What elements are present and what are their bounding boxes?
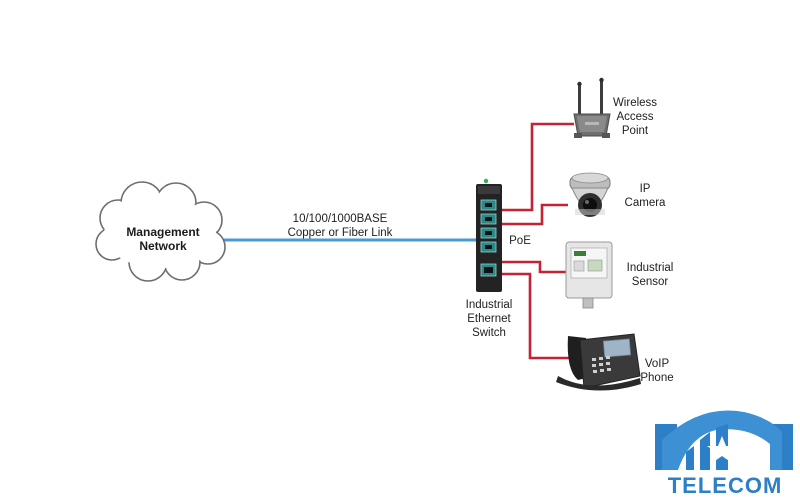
device-label-line: Phone bbox=[640, 372, 674, 384]
device-label-line: IP bbox=[639, 183, 651, 195]
uplink-label: 10/100/1000BASE Copper or Fiber Link bbox=[270, 212, 410, 240]
poe-links bbox=[502, 122, 574, 360]
switch-label-line-2: Ethernet bbox=[467, 313, 511, 325]
device-label-line: Point bbox=[621, 125, 649, 137]
industrial-sensor-icon bbox=[565, 241, 613, 309]
poe-label: PoE bbox=[509, 235, 531, 247]
poe-link-access-point bbox=[502, 122, 574, 212]
poe-link-sensor bbox=[502, 260, 566, 274]
switch-label-line-3: Switch bbox=[472, 327, 506, 339]
device-label-line: Sensor bbox=[631, 276, 669, 288]
cloud-label-line-1: Management bbox=[126, 225, 200, 239]
device-label-line: Access bbox=[616, 111, 654, 123]
ethernet-switch-icon bbox=[476, 178, 502, 292]
device-label-line: Camera bbox=[624, 197, 666, 209]
ip-camera-icon bbox=[569, 172, 611, 217]
industrial-sensor-label: Industrial Sensor bbox=[612, 261, 688, 289]
device-label-line: VoIP bbox=[644, 358, 670, 370]
cloud-label: Management Network bbox=[108, 225, 218, 253]
poe-link-phone bbox=[502, 272, 570, 360]
telecom-logo-text: TELECOM bbox=[667, 473, 783, 498]
telecom-logo-icon bbox=[655, 410, 793, 470]
management-network-cloud bbox=[95, 181, 226, 282]
poe-link-camera bbox=[502, 203, 568, 226]
ip-camera-label: IP Camera bbox=[610, 182, 680, 210]
wireless-access-point-label: Wireless Access Point bbox=[600, 96, 670, 138]
uplink-label-line-1: 10/100/1000BASE bbox=[292, 213, 388, 225]
switch-label-line-1: Industrial bbox=[465, 299, 513, 311]
device-label-line: Wireless bbox=[612, 97, 658, 109]
cloud-label-line-2: Network bbox=[139, 239, 187, 253]
voip-phone-label: VoIP Phone bbox=[622, 357, 692, 385]
switch-label: Industrial Ethernet Switch bbox=[449, 298, 529, 340]
device-label-line: Industrial bbox=[626, 262, 674, 274]
uplink-label-line-2: Copper or Fiber Link bbox=[287, 227, 393, 239]
wireless-access-point-icon bbox=[573, 77, 611, 138]
voip-phone-icon bbox=[556, 333, 641, 391]
